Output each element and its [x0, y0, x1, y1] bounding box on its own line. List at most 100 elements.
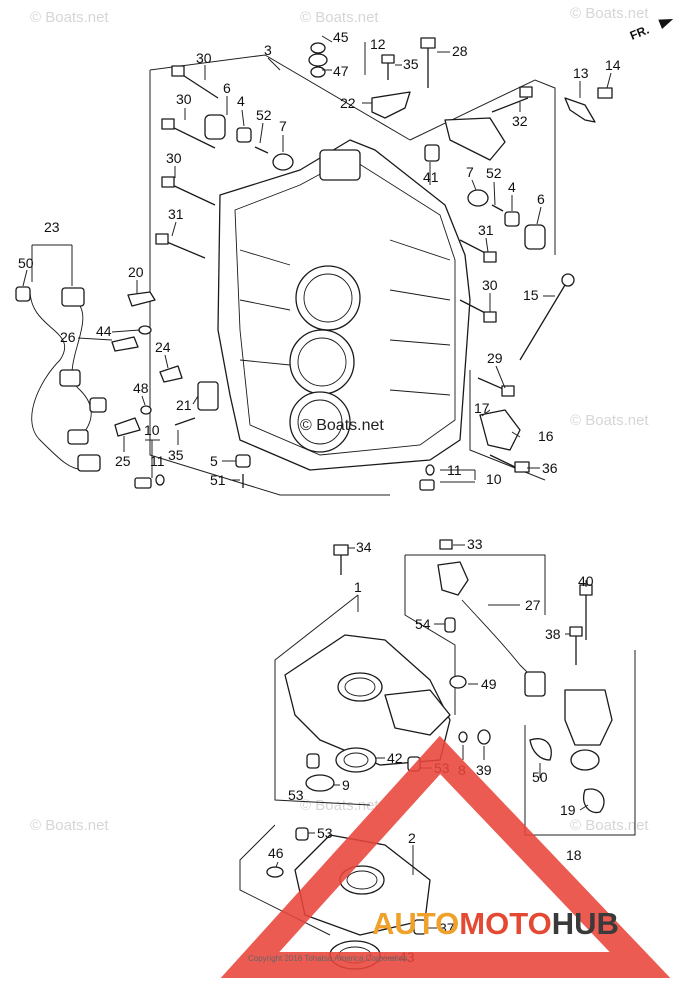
leader-line: [77, 337, 113, 341]
pump-mount-icon: [384, 689, 451, 736]
callout-number: 6: [537, 191, 545, 207]
connector-icon: [77, 454, 101, 472]
o-ring-46-icon: [266, 866, 284, 878]
frame-line: [524, 650, 636, 836]
cylinder-bore-1-inner: [303, 273, 353, 323]
leader-line: [171, 221, 177, 237]
callout-number: 16: [538, 428, 554, 444]
callout-number: 25: [115, 453, 131, 469]
leader-line: [481, 409, 491, 417]
right-upper-parts: [459, 189, 575, 473]
wire-harness-23-icon: [71, 299, 92, 441]
clamp-50-icon: [15, 286, 31, 302]
bearing-bore-icon: [337, 672, 383, 702]
cylinder-bore-3: [289, 391, 351, 453]
upper-assembly-frame: [149, 54, 556, 496]
pump-rotor-bore-inner: [346, 870, 378, 890]
callout-number: 19: [560, 802, 576, 818]
o-ring-icon: [272, 153, 294, 171]
gasket-11-icon: [425, 464, 435, 476]
leader-line: [511, 431, 521, 438]
callout-number: 13: [573, 65, 589, 81]
brand-text-part3: HUB: [552, 906, 619, 941]
leader-line: [22, 269, 28, 287]
frame-line: [149, 54, 411, 141]
left-sensors-harness: [15, 286, 219, 489]
plug-10-icon: [134, 477, 152, 489]
callout-number: 30: [176, 91, 192, 107]
watermark-text: © Boats.net: [570, 412, 649, 429]
bolt-33-icon: [439, 539, 453, 550]
leader-line: [275, 861, 279, 868]
oil-seal-plug-icon: [524, 224, 546, 250]
callout-number: 9: [342, 777, 350, 793]
washer-8-icon: [458, 731, 468, 743]
leader-line: [471, 179, 477, 191]
damper-5-icon: [235, 454, 251, 468]
bolt-34-head-icon: [333, 544, 349, 556]
leader-line: [485, 237, 489, 253]
dowel-pin-icon: [424, 144, 440, 162]
connector-icon: [67, 429, 89, 445]
gasket-19-icon: [583, 788, 605, 814]
callout-number: 46: [268, 845, 284, 861]
callout-number: 7: [279, 118, 287, 134]
brand-logo: AUTOMOTOHUB: [220, 735, 671, 978]
callout-number: 1: [354, 579, 362, 595]
callout-number: 39: [476, 762, 492, 778]
bolt-icon: [167, 182, 216, 206]
callout-number: 18: [566, 847, 582, 863]
washer-48-icon: [140, 405, 152, 415]
pin-53-icon: [295, 827, 309, 841]
callout-number: 32: [512, 113, 528, 129]
callout-number: 22: [340, 95, 356, 111]
direction-arrow-icon: [658, 19, 674, 29]
callout-number: 50: [532, 769, 548, 785]
callout-number: 50: [18, 255, 34, 271]
frame-line: [409, 79, 556, 255]
callout-number: 12: [370, 36, 386, 52]
cover-16-icon: [479, 409, 521, 451]
callout-number: 47: [333, 63, 349, 79]
block-rib: [389, 389, 451, 396]
dipstick-15-icon: [519, 284, 566, 361]
washer-icon: [310, 42, 326, 54]
block-top-boss: [319, 149, 361, 181]
watermark-text: © Boats.net: [30, 817, 109, 834]
callout-number: 35: [168, 447, 184, 463]
callout-number: 31: [168, 206, 184, 222]
wire-harness-23-icon: [29, 289, 86, 471]
bracket-22-icon: [371, 91, 411, 119]
leader-line: [579, 804, 589, 811]
callout-number: 30: [482, 277, 498, 293]
callout-number: 52: [256, 107, 272, 123]
sensor-27-assembly: [437, 539, 546, 697]
callout-number: 54: [415, 616, 431, 632]
callout-number: 33: [467, 536, 483, 552]
callout-number: 21: [176, 397, 192, 413]
bolt-icon: [161, 239, 206, 259]
bracket-13-icon: [564, 97, 596, 123]
frame-line: [274, 594, 371, 806]
block-rib: [389, 339, 451, 346]
screw-icon: [491, 204, 504, 212]
o-ring-9-icon: [305, 774, 335, 792]
bolt-head-icon: [161, 118, 175, 130]
frame-line: [149, 70, 390, 496]
screw-icon: [254, 146, 269, 154]
block-rib: [239, 359, 291, 366]
block-rib: [389, 289, 451, 301]
cylinder-bore-2: [289, 329, 355, 395]
gasket-11-icon: [155, 474, 165, 486]
valve-body-icon: [564, 689, 613, 746]
callout-number: 51: [210, 472, 226, 488]
small-parts-bottom-upper: [235, 454, 435, 491]
bolt-head-icon: [483, 251, 497, 263]
leader-line: [259, 122, 264, 144]
washer-44-icon: [138, 325, 152, 335]
callout-number: 34: [356, 539, 372, 555]
bolt-37-icon: [413, 919, 427, 935]
leader-line: [493, 181, 496, 206]
plug-icon: [308, 53, 328, 67]
